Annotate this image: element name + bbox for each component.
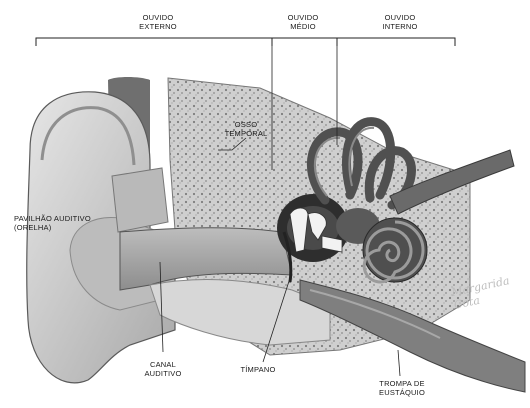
bracket-medio: [272, 38, 337, 46]
label-ouvido-externo: OUVIDO EXTERNO: [128, 13, 188, 31]
label-ouvido-interno-line1: OUVIDO: [370, 13, 430, 22]
label-canal-auditivo: CANAL AUDITIVO: [138, 360, 188, 378]
label-ouvido-medio-line2: MÉDIO: [276, 22, 330, 31]
label-pavilhao-line1: PAVILHÃO AUDITIVO: [14, 214, 91, 223]
label-trompa-eustaquio: TROMPA DE EUSTÁQUIO: [374, 379, 430, 397]
bracket-interno: [337, 38, 455, 46]
label-ouvido-medio-line1: OUVIDO: [276, 13, 330, 22]
label-trompa-line2: EUSTÁQUIO: [374, 388, 430, 397]
label-canal-line2: AUDITIVO: [138, 369, 188, 378]
label-ouvido-interno: OUVIDO INTERNO: [370, 13, 430, 31]
label-canal-line1: CANAL: [138, 360, 188, 369]
label-osso-line1: OSSO: [220, 120, 272, 129]
label-ouvido-externo-line1: OUVIDO: [128, 13, 188, 22]
cochlea: [363, 218, 427, 282]
label-pavilhao-auditivo: PAVILHÃO AUDITIVO (ORELHA): [14, 214, 91, 232]
label-ouvido-externo-line2: EXTERNO: [128, 22, 188, 31]
bracket-externo: [36, 38, 272, 46]
label-ouvido-medio: OUVIDO MÉDIO: [276, 13, 330, 31]
label-trompa-line1: TROMPA DE: [374, 379, 430, 388]
label-pavilhao-line2: (ORELHA): [14, 223, 91, 232]
section-brackets: [36, 38, 455, 46]
label-ouvido-interno-line2: INTERNO: [370, 22, 430, 31]
label-osso-temporal: OSSO TEMPORAL: [220, 120, 272, 138]
tragus: [112, 168, 168, 232]
label-timpano: TÍMPANO: [232, 365, 284, 374]
leader-trompa: [398, 350, 400, 376]
label-osso-line2: TEMPORAL: [220, 129, 272, 138]
